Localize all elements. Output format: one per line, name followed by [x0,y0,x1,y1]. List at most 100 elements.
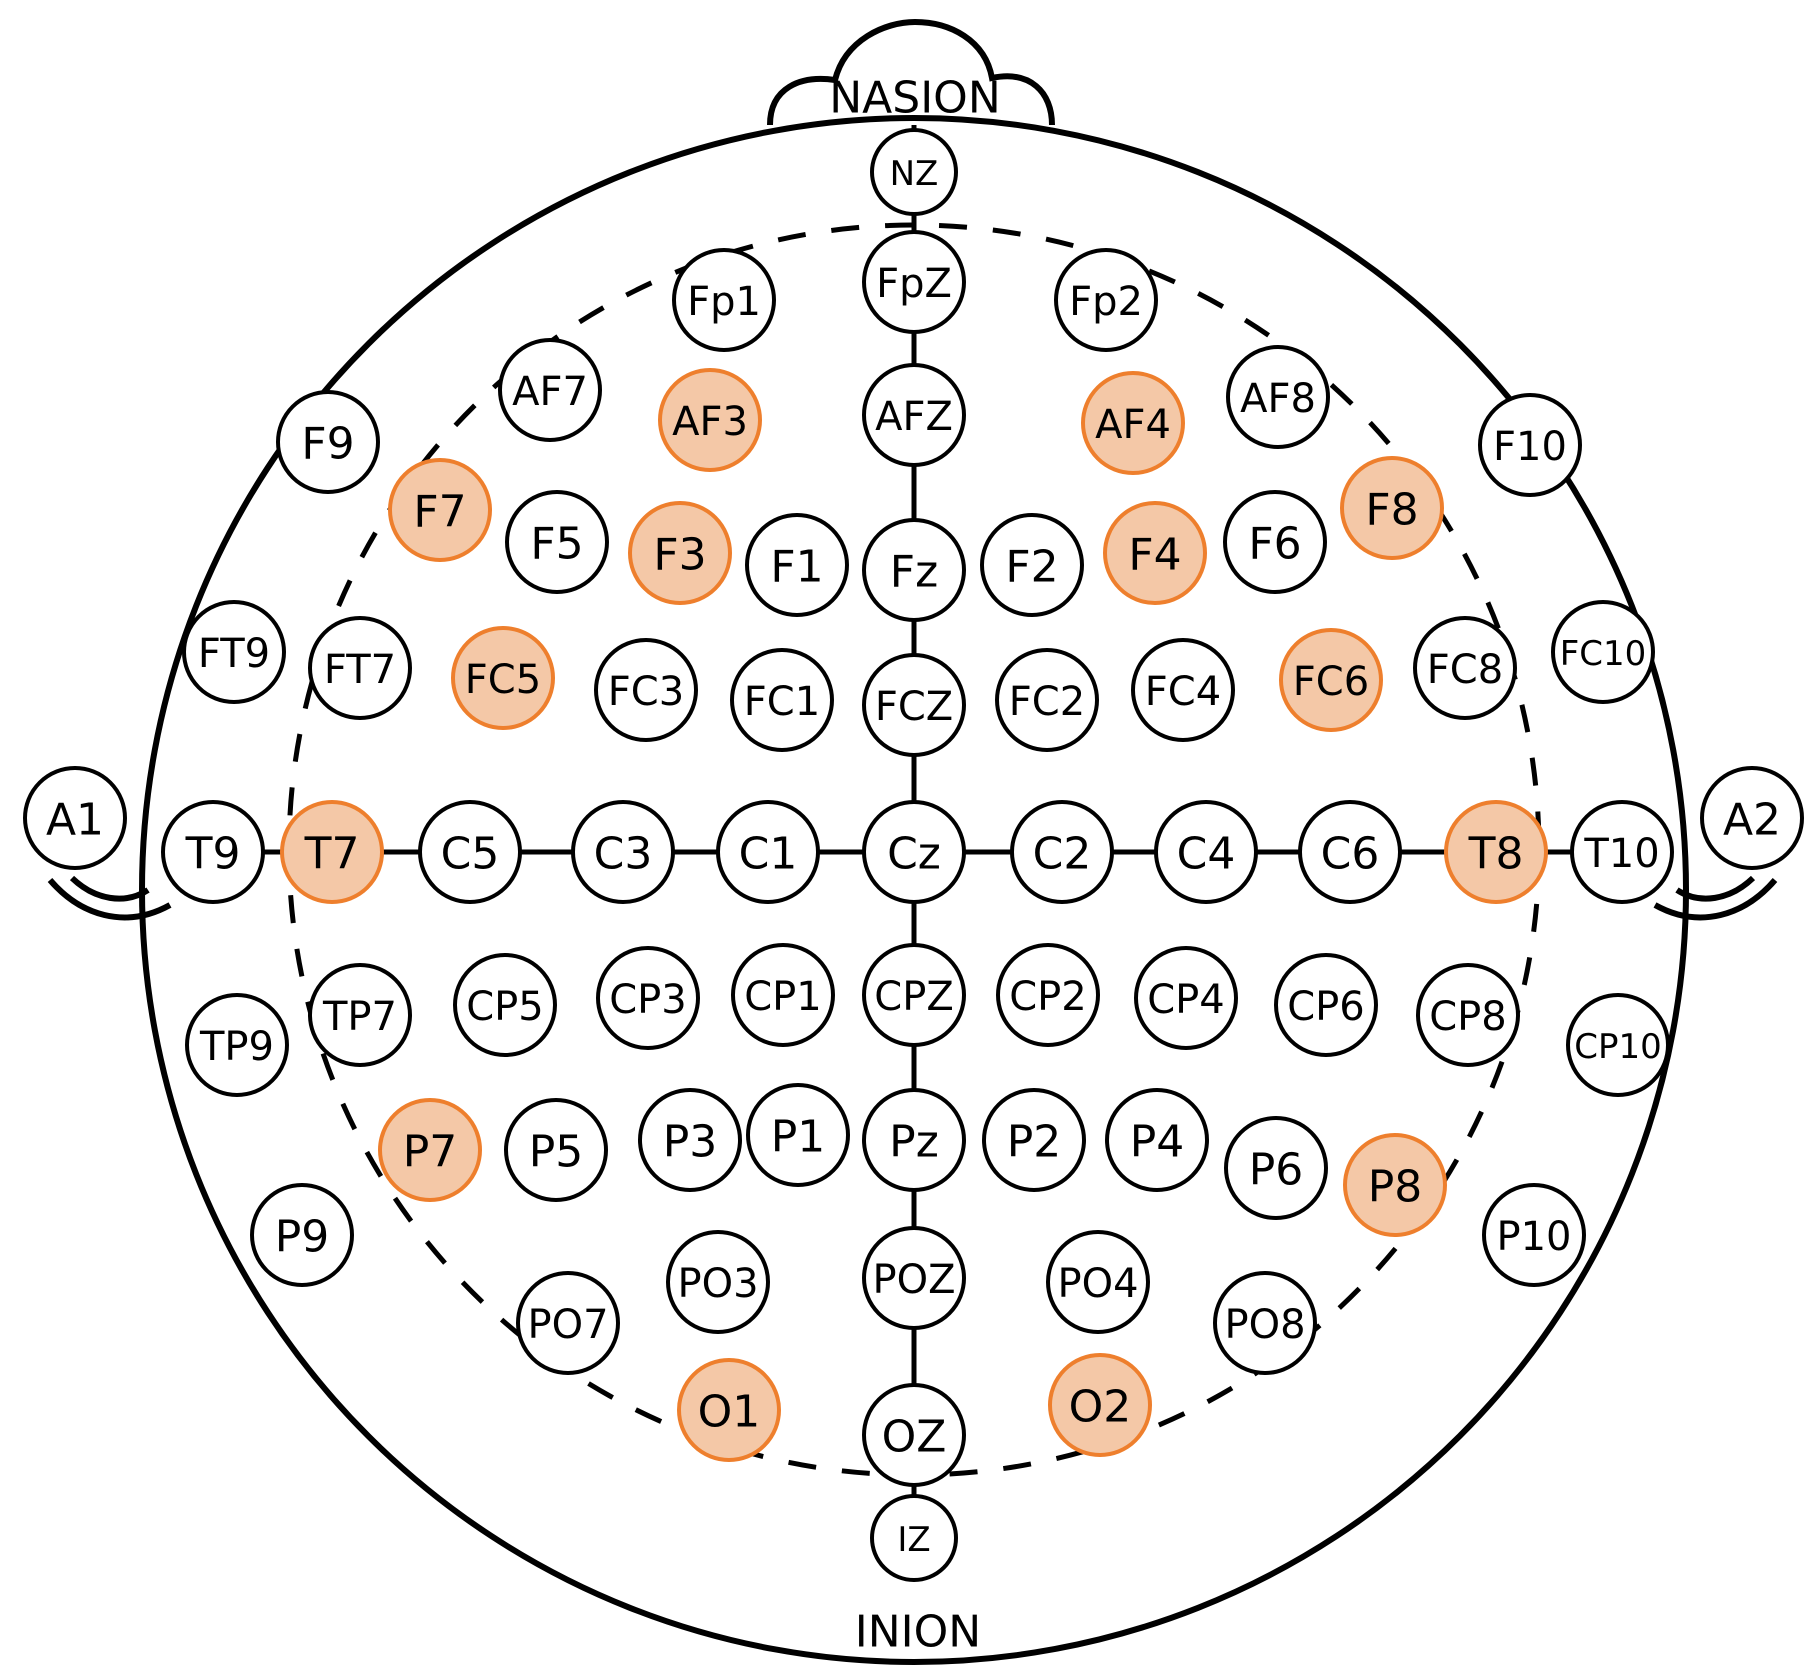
electrode-marker [1551,600,1655,704]
electrode-marker [1046,1230,1150,1334]
electrode-po3: PO3 [666,1230,770,1334]
electrode-marker [250,1183,354,1287]
electrode-marker [658,368,762,472]
inion-label: INION [855,1607,981,1658]
electrode-marker [308,616,412,720]
electrode-nz: NZ [870,128,958,216]
electrode-c5: C5 [418,800,522,904]
electrode-marker [870,1494,958,1582]
electrode-label: C5 [441,829,500,880]
electrode-label: AF8 [1240,376,1316,422]
electrode-label: FpZ [876,261,952,307]
electrode-fpz: FpZ [862,230,966,334]
electrode-marker [870,128,958,216]
electrode-marker [516,1271,620,1375]
electrode-marker [1413,616,1517,720]
electrode-marker [276,390,380,494]
electrode-label: CP8 [1429,994,1507,1040]
electrode-marker [1134,946,1238,1050]
electrode-label: T10 [1583,831,1659,877]
electrode-afz: AFZ [862,363,966,467]
electrode-marker [862,800,966,904]
electrode-f8: F8 [1340,456,1444,560]
electrode-marker [1223,490,1327,594]
electrode-label: F7 [413,487,466,538]
electrode-label: F3 [653,530,706,581]
electrode-marker [280,800,384,904]
electrode-p3: P3 [638,1088,742,1192]
electrode-marker [862,653,966,757]
electrode-c6: C6 [1298,800,1402,904]
electrode-marker [1226,345,1330,449]
electrode-label: FC5 [465,657,541,703]
electrode-po8: PO8 [1213,1271,1317,1375]
electrode-label: O2 [1069,1382,1132,1433]
electrode-t10: T10 [1570,800,1674,904]
electrode-af7: AF7 [498,338,602,442]
electrode-marker [1570,800,1674,904]
electrode-label: P2 [1007,1117,1062,1168]
electrode-marker [1131,638,1235,742]
electrode-ft7: FT7 [308,616,412,720]
electrode-c1: C1 [716,800,820,904]
electrode-poz: POZ [862,1226,966,1330]
electrode-marker [594,638,698,742]
electrode-label: F10 [1493,424,1567,470]
electrode-label: NZ [890,154,939,194]
electrode-label: FC8 [1427,647,1503,693]
electrode-label: P8 [1368,1162,1423,1213]
electrode-marker [1105,1088,1209,1192]
electrode-marker [862,1088,966,1192]
electrode-fc3: FC3 [594,638,698,742]
electrode-marker [666,1230,770,1334]
electrode-fc8: FC8 [1413,616,1517,720]
electrode-marker [1416,963,1520,1067]
electrode-t7: T7 [280,800,384,904]
electrode-p7: P7 [378,1098,482,1202]
electrode-marker [996,943,1100,1047]
electrode-label: POZ [872,1257,955,1303]
electrode-fp1: Fp1 [672,248,776,352]
electrode-p5: P5 [504,1098,608,1202]
electrode-t8: T8 [1444,800,1548,904]
electrode-label: T7 [304,829,360,880]
electrode-marker [1103,501,1207,605]
electrode-marker [677,1358,781,1462]
electrode-marker [1478,393,1582,497]
electrode-fc4: FC4 [1131,638,1235,742]
electrode-marker [498,338,602,442]
electrode-label: T8 [1468,829,1524,880]
electrode-marker [1298,800,1402,904]
electrode-label: CP4 [1147,977,1225,1023]
electrode-p8: P8 [1343,1133,1447,1237]
electrode-fc10: FC10 [1551,600,1655,704]
electrode-label: AF4 [1095,402,1171,448]
electrode-label: PO8 [1224,1302,1305,1348]
electrode-p10: P10 [1482,1183,1586,1287]
electrode-marker [1700,766,1804,870]
electrode-marker [308,963,412,1067]
electrode-cz: Cz [862,800,966,904]
electrode-marker [505,490,609,594]
electrode-label: CP1 [744,974,822,1020]
electrode-label: CP6 [1287,984,1365,1030]
electrode-label: P6 [1249,1145,1304,1196]
electrode-label: P5 [529,1127,584,1178]
electrode-marker [571,800,675,904]
electrode-label: F2 [1005,542,1058,593]
electrode-label: A2 [1723,795,1781,846]
electrode-fc5: FC5 [451,626,555,730]
electrode-label: P1 [771,1112,826,1163]
electrode-label: Fp2 [1069,279,1143,325]
electrode-label: FT7 [324,647,396,693]
electrode-label: P9 [275,1212,330,1263]
left-ear-outline [47,878,172,921]
electrode-af3: AF3 [658,368,762,472]
electrode-label: FC4 [1145,669,1221,715]
electrode-f4: F4 [1103,501,1207,605]
electrode-label: IZ [897,1520,930,1560]
electrode-label: AF3 [672,399,748,445]
electrode-label: OZ [882,1412,947,1463]
electrode-marker [1444,800,1548,904]
electrode-oz: OZ [862,1383,966,1487]
